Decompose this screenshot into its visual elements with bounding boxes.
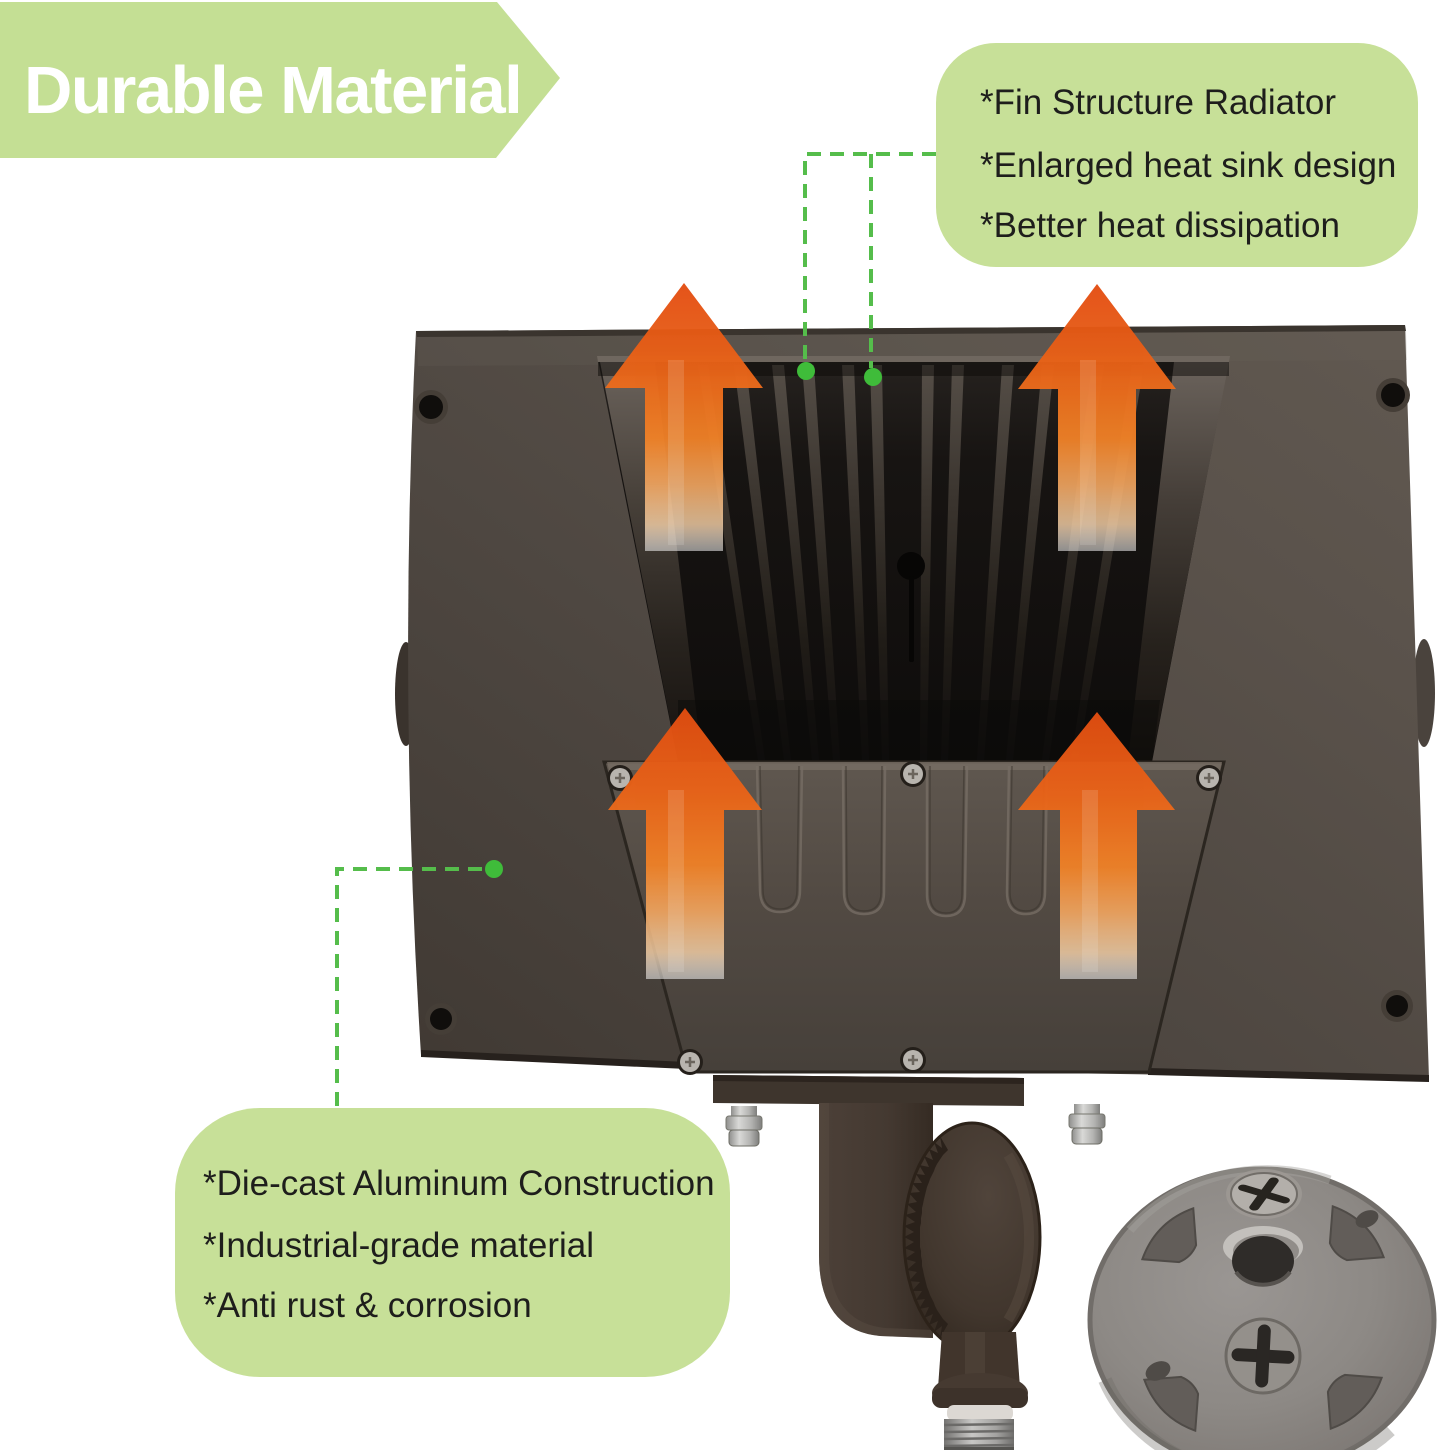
svg-text:*Die-cast Aluminum Constructio: *Die-cast Aluminum Construction: [203, 1164, 715, 1203]
svg-text:*Enlarged heat sink design: *Enlarged heat sink design: [980, 146, 1396, 185]
svg-text:Durable Material: Durable Material: [24, 53, 521, 128]
svg-text:*Better heat dissipation: *Better heat dissipation: [980, 206, 1340, 245]
svg-text:*Industrial-grade material: *Industrial-grade material: [203, 1226, 594, 1265]
svg-text:*Anti rust & corrosion: *Anti rust & corrosion: [203, 1286, 532, 1325]
svg-text:*Fin Structure Radiator: *Fin Structure Radiator: [980, 83, 1336, 122]
